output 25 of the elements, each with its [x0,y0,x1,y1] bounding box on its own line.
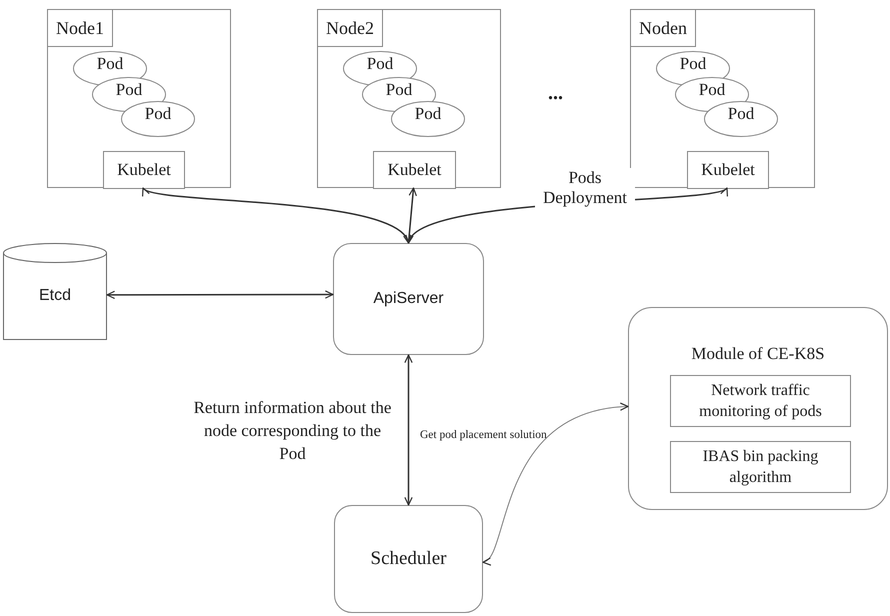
module-box: IBAS bin packing algorithm [670,441,851,493]
node-box [317,9,501,188]
connector-arrow [106,290,334,300]
database-label: Etcd [38,286,71,306]
module-title: Module of CE-K8S [690,343,826,365]
module-box: Network traffic monitoring of pods [670,375,851,427]
component-box: ApiServer [333,243,484,355]
node-title: Node1 [47,9,113,47]
connector-arrow [482,403,629,563]
module-panel [628,307,888,510]
node-title: Node2 [317,9,383,47]
node-box [630,9,815,188]
edge-label: Return information about the node corresponding to the Pod [192,397,392,465]
kubelet-box: Kubelet [687,151,769,189]
edge-label: Pods Deployment [535,168,635,208]
connector-arrow [405,187,417,244]
ellipsis-label: ... [548,81,563,106]
kubelet-box: Kubelet [103,151,185,189]
component-box: Scheduler [334,505,483,613]
node-title: Noden [630,9,696,47]
kubelet-box: Kubelet [373,151,456,189]
connector-arrow [142,187,410,244]
edge-label: Get pod placement solution [420,428,548,442]
node-box [47,9,231,188]
connector-arrow [404,354,413,506]
